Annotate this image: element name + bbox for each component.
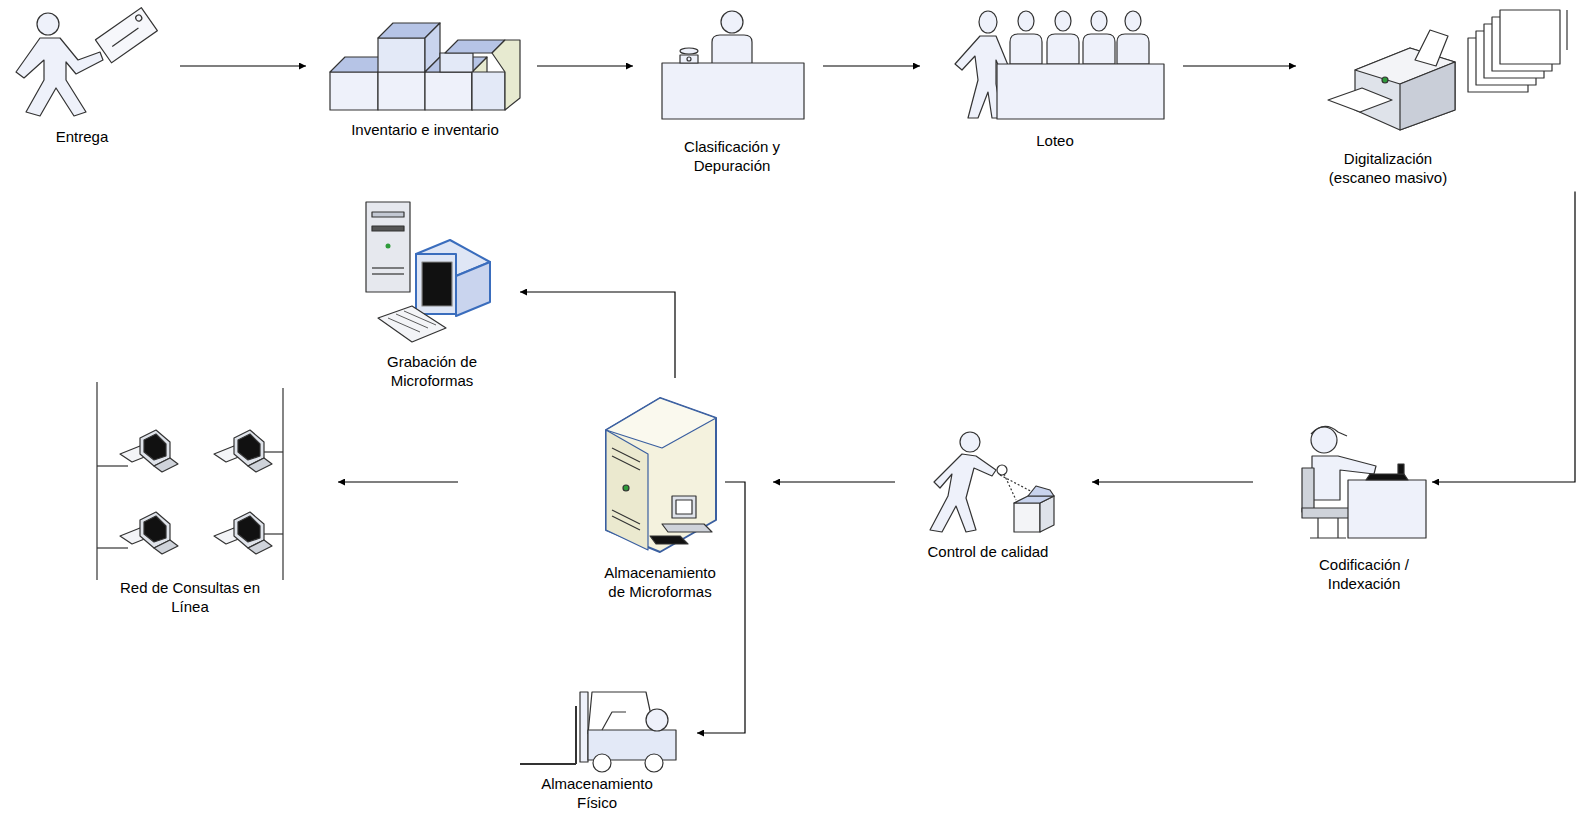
step-label: Inventario e inventario <box>330 121 520 140</box>
forklift-icon <box>520 692 676 772</box>
network-icon <box>97 382 283 580</box>
inspector-icon <box>930 432 1054 532</box>
process-step: Almacenamiento de Microformas <box>598 395 728 619</box>
process-step: Digitalización (escaneo masivo) <box>1318 8 1580 192</box>
process-step: Entrega <box>10 8 165 153</box>
step-label: Clasificación y Depuración <box>667 138 797 176</box>
team-icon <box>955 11 1164 119</box>
flow-arrow <box>1092 481 1253 482</box>
process-step: Control de calidad <box>915 428 1062 566</box>
process-step: Almacenamiento Físico <box>518 688 680 817</box>
flow-arrow <box>773 481 895 482</box>
step-label: Almacenamiento Físico <box>532 775 662 813</box>
step-label: Control de calidad <box>916 543 1061 562</box>
boxes-icon <box>330 23 520 110</box>
flow-arrow <box>338 481 458 482</box>
process-step: Codificación / Indexación <box>1298 425 1430 598</box>
flow-arrow <box>520 292 675 378</box>
desk-icon <box>662 11 804 119</box>
process-step: Red de Consultas en Línea <box>92 380 288 621</box>
flow-arrow <box>1183 65 1296 66</box>
scanner-icon <box>1328 10 1567 130</box>
server-icon <box>606 398 716 552</box>
step-label: Digitalización (escaneo masivo) <box>1318 150 1458 188</box>
step-label: Entrega <box>7 128 157 147</box>
flow-arrow <box>180 65 306 66</box>
step-label: Almacenamiento de Microformas <box>597 564 723 602</box>
process-step: Grabación de Microformas <box>362 200 495 395</box>
workstation-icon <box>366 202 490 342</box>
flow-arrow <box>697 482 745 733</box>
operator-icon <box>1302 426 1426 538</box>
flow-arrow <box>537 65 633 66</box>
terminal-icon <box>120 430 272 554</box>
step-label: Codificación / Indexación <box>1300 556 1428 594</box>
process-step: Inventario e inventario <box>328 18 522 144</box>
step-label: Loteo <box>980 132 1130 151</box>
flow-arrow <box>1432 192 1575 483</box>
step-label: Grabación de Microformas <box>380 353 484 391</box>
courier-icon <box>16 8 157 116</box>
flow-arrow <box>823 65 920 66</box>
step-label: Red de Consultas en Línea <box>110 579 270 617</box>
process-step: Loteo <box>942 8 1168 155</box>
process-step: Clasificación y Depuración <box>655 8 808 180</box>
